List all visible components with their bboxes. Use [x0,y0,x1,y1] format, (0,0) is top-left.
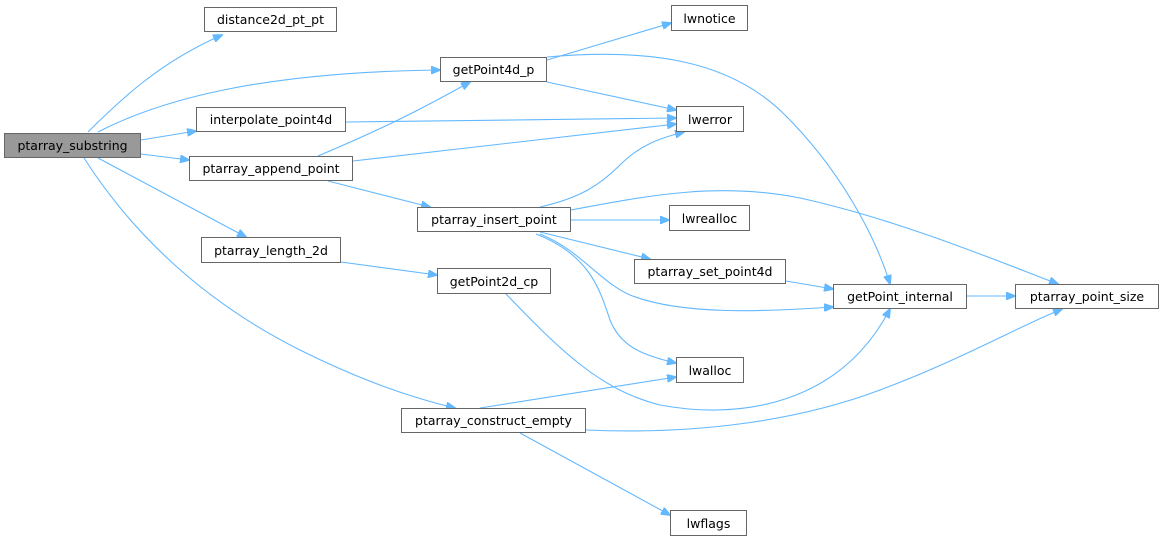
node-ptarray-point-size[interactable]: ptarray_point_size [1015,284,1159,309]
node-getpoint2d-cp[interactable]: getPoint2d_cp [437,268,551,294]
edge-append-insert [327,180,430,207]
edge-interpolate-lwerror [345,118,676,123]
edge-substring-append [140,153,189,160]
node-lwrealloc[interactable]: lwrealloc [669,205,750,231]
node-ptarray-set-point4d[interactable]: ptarray_set_point4d [634,259,786,284]
node-interpolate-point4d[interactable]: interpolate_point4d [196,107,346,132]
edge-getpoint4d-getpointinternal [546,53,890,284]
edge-insert-lwalloc [535,233,676,363]
edge-substring-construct [83,157,455,408]
edge-getpoint2dcp-getpointinternal [505,293,890,411]
node-lwnotice[interactable]: lwnotice [671,5,748,31]
edge-insert-getpointinternal [539,233,833,311]
edge-construct-lwalloc [479,377,676,409]
edge-insert-pointsize [570,190,1058,284]
edge-substring-getpoint4d [97,70,440,133]
node-lwalloc[interactable]: lwalloc [676,357,744,383]
node-getpoint4d-p[interactable]: getPoint4d_p [440,57,547,82]
edge-getpoint4d-lwerror [546,81,676,110]
edge-setpoint4d-getpointinternal [785,280,833,289]
node-ptarray-insert-point[interactable]: ptarray_insert_point [417,207,571,232]
edge-insert-lwerror [539,132,684,208]
node-distance2d-pt-pt[interactable]: distance2d_pt_pt [204,7,337,32]
node-ptarray-length-2d[interactable]: ptarray_length_2d [201,237,341,263]
node-lwerror[interactable]: lwerror [676,106,744,132]
edge-substring-length2d [97,157,246,237]
edge-substring-interpolate [140,131,196,141]
edge-construct-lwflags [519,432,670,515]
node-ptarray-construct-empty[interactable]: ptarray_construct_empty [401,408,586,433]
edge-append-lwerror [352,124,676,162]
edge-append-getpoint4d [317,82,470,157]
edge-construct-pointsize [585,309,1062,432]
node-ptarray-append-point[interactable]: ptarray_append_point [189,156,353,181]
edge-getpoint4d-lwnotice [546,23,671,61]
edge-insert-setpoint4d [539,231,650,259]
edge-substring-distance2d [87,35,222,133]
node-ptarray-substring[interactable]: ptarray_substring [4,133,141,158]
node-getpoint-internal[interactable]: getPoint_internal [833,284,967,309]
node-lwflags[interactable]: lwflags [670,510,747,536]
edge-length2d-getpoint2dcp [340,261,437,275]
